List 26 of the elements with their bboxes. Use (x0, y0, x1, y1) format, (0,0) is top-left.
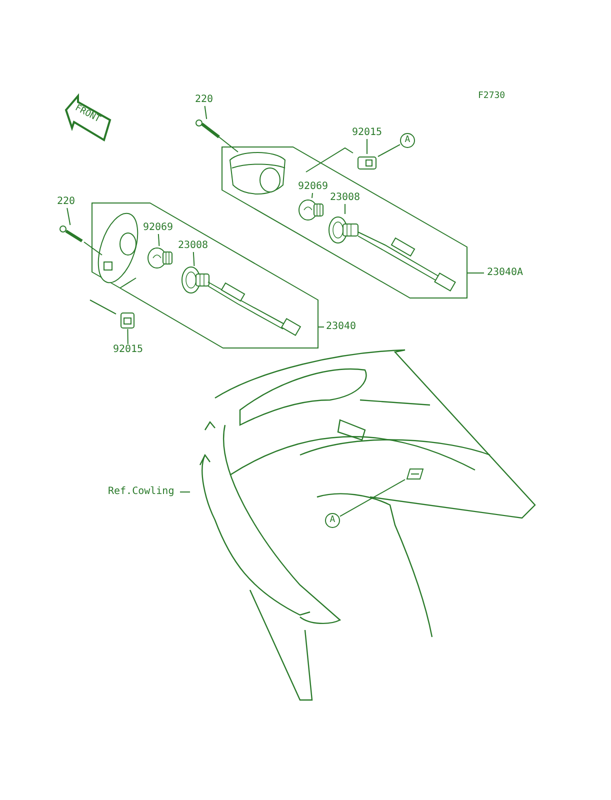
callout-number: 23008 (328, 192, 362, 204)
leader-line (312, 192, 313, 198)
callout-number: 92069 (296, 181, 330, 193)
reference-mark: A (400, 133, 415, 148)
callout-number: 23040 (324, 321, 358, 333)
callout-number: 92069 (141, 222, 175, 234)
leader-line (192, 252, 195, 266)
leader-line (318, 326, 324, 328)
leader-line (66, 208, 71, 226)
reference-label: Ref.Cowling (108, 486, 180, 498)
reference-mark: A (325, 513, 340, 528)
leader-line (127, 328, 128, 344)
leader-line (340, 479, 406, 517)
callout-number: 23008 (176, 240, 210, 252)
callout-number: 23040A (484, 267, 526, 279)
callout-number: 92015 (350, 127, 384, 139)
callout-number: 220 (192, 94, 216, 106)
drawing-number: F2730 (478, 90, 506, 102)
leader-line (204, 106, 208, 120)
leader-line (378, 144, 400, 157)
leader-line (366, 138, 368, 154)
callout-number: 92015 (111, 344, 145, 356)
callout-number: 220 (54, 196, 78, 208)
leader-line (344, 204, 346, 214)
leader-line (466, 272, 484, 274)
leader-line (158, 234, 160, 246)
